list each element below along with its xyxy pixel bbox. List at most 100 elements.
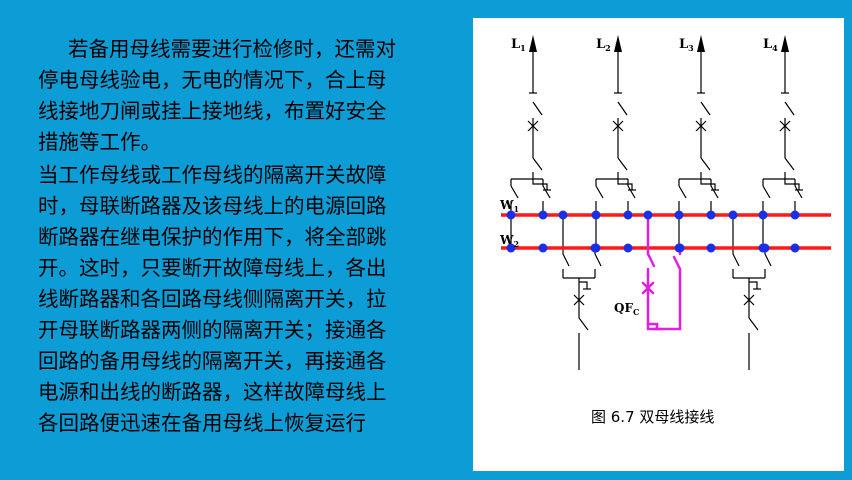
breaker-cross	[743, 294, 755, 306]
bus-node	[623, 243, 633, 253]
bus-node	[591, 210, 601, 220]
breaker-cross	[779, 120, 791, 132]
bus-node	[790, 243, 800, 253]
disconnector-blade	[532, 101, 543, 116]
disconnector-blade	[562, 253, 570, 267]
bus-node	[538, 210, 548, 220]
feeder-label-sub: 3	[688, 43, 694, 53]
bus-node	[674, 210, 684, 220]
disconnector-blade	[700, 157, 711, 171]
text-line: 开母联断路器两侧的隔离开关；接通各	[38, 318, 387, 342]
coupler-disconnector	[646, 252, 656, 268]
disconnector-blade	[627, 185, 636, 199]
bus-node	[728, 210, 738, 220]
disconnector-blade	[678, 185, 687, 199]
text-line: 当工作母线或工作母线的隔离开关故障	[38, 163, 387, 187]
bus-coupler	[641, 213, 682, 331]
coupler-label-sub: C	[633, 307, 639, 317]
wire	[700, 179, 716, 190]
junction-nodes	[506, 210, 800, 253]
coupler-disconnector	[672, 255, 682, 271]
disconnector-blade	[784, 101, 795, 116]
paragraph-backup-bus-maintenance: 若备用母线需要进行检修时，还需对停电母线验电，无电的情况下，合上母线接地刀闸或挂…	[38, 34, 458, 158]
text-line: 时，母联断路器及该母线上的电源回路	[38, 194, 387, 218]
coupler-label: QFC	[614, 301, 639, 317]
wire	[749, 281, 758, 289]
text-line: 线断路器和各回路母线侧隔离开关，拉	[38, 287, 387, 311]
feeder-label: L1	[511, 37, 526, 53]
disconnector-blade	[700, 101, 711, 116]
breaker-cross	[612, 120, 624, 132]
wire	[784, 179, 800, 190]
feeder-label: L2	[596, 37, 611, 53]
bus-node	[558, 210, 568, 220]
feeder-arrow-icon	[614, 35, 622, 52]
paragraph-bus-fault-procedure: 当工作母线或工作母线的隔离开关故障时，母联断路器及该母线上的电源回路断路器在继电…	[38, 160, 458, 439]
text-line: 电源和出线的断路器，这样故障母线上	[38, 380, 387, 404]
text-line: 线接地刀闸或挂上接地线，布置好安全	[38, 99, 387, 123]
disconnector-blade	[732, 253, 740, 267]
coupler-wire	[646, 267, 682, 331]
wire	[579, 281, 588, 289]
feeder-arrow-icon	[529, 35, 537, 52]
disconnector-blade	[542, 185, 551, 199]
bus-node	[506, 210, 516, 220]
feeder-arrow-icon	[697, 35, 705, 52]
bus-node	[506, 243, 516, 253]
bus-node	[590, 243, 600, 253]
disconnector-blade	[794, 185, 803, 199]
disconnector-blade	[532, 157, 543, 171]
text-line: 断路器在继电保护的作用下，将全部跳	[38, 225, 387, 249]
disconnector-blade	[617, 101, 628, 116]
feeder-label-sub: 1	[520, 43, 526, 53]
bus-node	[760, 243, 770, 253]
disconnector-blade	[578, 317, 589, 331]
wire	[617, 179, 633, 190]
bus-label-w1: W1	[499, 198, 519, 214]
bus-node	[706, 210, 716, 220]
breaker-cross	[641, 281, 655, 295]
text-line: 停电母线验电，无电的情况下，合上母	[38, 68, 387, 92]
text-line: 开。这时，只要断开故障母线上，各出	[38, 256, 387, 280]
bus-node	[675, 243, 685, 253]
slide-text: 若备用母线需要进行检修时，还需对停电母线验电，无电的情况下，合上母线接地刀闸或挂…	[38, 34, 458, 439]
disconnector-blade	[617, 157, 628, 171]
bus-node	[758, 210, 768, 220]
disconnector-blade	[762, 185, 771, 199]
breaker-cross	[695, 120, 707, 132]
breaker-cross	[527, 120, 539, 132]
breaker-cross	[573, 294, 585, 306]
feeder-label-sub: 4	[772, 43, 778, 53]
bus-node	[623, 210, 633, 220]
circuit-wires	[510, 35, 803, 370]
text-line: 各回路便迅速在备用母线上恢复运行	[38, 411, 366, 435]
bus-node	[538, 243, 548, 253]
disconnector-blade	[595, 185, 604, 199]
bus-node	[643, 210, 653, 220]
text-line: 回路的备用母线的隔离开关，再接通各	[38, 349, 387, 373]
bus-label-w1-sub: 1	[513, 204, 519, 214]
feeder-arrow-icon	[781, 35, 789, 52]
disconnector-blade	[510, 185, 519, 199]
disconnector-blade	[710, 185, 719, 199]
disconnector-blade	[784, 157, 795, 171]
feeder-label-sub: 2	[605, 43, 611, 53]
figure-caption: 图 6.7 双母线接线	[591, 408, 715, 426]
feeder-label: L3	[679, 37, 694, 53]
disconnector-blade	[764, 253, 772, 267]
bus-node	[706, 243, 716, 253]
coupler-wire	[646, 322, 659, 331]
feeder-label: L4	[763, 37, 778, 53]
text-line: 措施等工作。	[38, 130, 161, 154]
disconnector-blade	[748, 317, 759, 331]
bus-label-w2: W2	[499, 233, 519, 249]
wire	[532, 179, 548, 190]
text-line: 若备用母线需要进行检修时，还需对	[68, 37, 396, 61]
disconnector-blade	[594, 253, 602, 267]
bus-label-w2-sub: 2	[513, 239, 519, 249]
busbars	[501, 213, 831, 250]
bus-node	[790, 210, 800, 220]
